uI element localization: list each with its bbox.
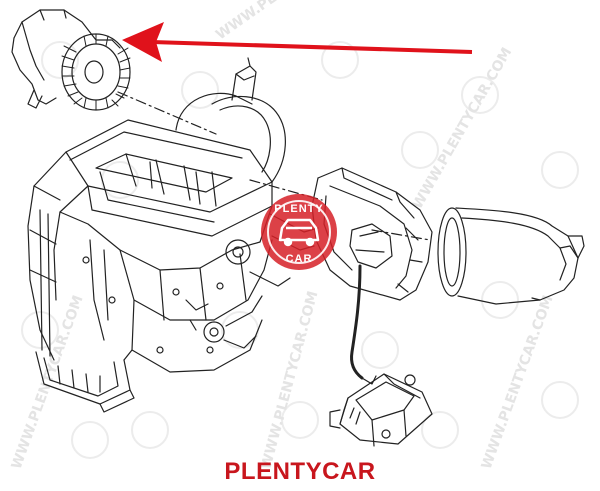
- assembly-line-3: [371, 229, 431, 241]
- car-icon: [278, 218, 320, 247]
- watermark-text-5: WWW.PLENTYCAR.COM: [479, 293, 557, 471]
- pointer-arrow-shaft: [151, 40, 473, 54]
- plentycar-logo: PLENTY CAR: [261, 194, 337, 270]
- watermark-circles: [21, 41, 579, 459]
- actuator-motor: [329, 373, 433, 447]
- assembly-line-1: [117, 91, 217, 135]
- logo-top-text: PLENTY: [274, 203, 323, 215]
- funnel-cover: [437, 207, 585, 305]
- watermark-text-4: WWW.PLENTYCAR.COM: [9, 293, 87, 471]
- watermark-text-2: WWW.PLENTYCAR.COM: [410, 45, 516, 212]
- fan-blades: [61, 33, 131, 111]
- blower-fan: [11, 9, 131, 111]
- pointer-arrow-head: [122, 22, 164, 62]
- line-art: [11, 9, 585, 447]
- watermark-text-1: WWW.PLENTYCAR.COM: [213, 0, 373, 43]
- brand-caption: PLENTYCAR: [224, 458, 376, 485]
- logo-bottom-text: CAR: [286, 253, 313, 265]
- watermark-text-3: WWW.PLENTYCAR.COM: [258, 289, 321, 471]
- pointer-arrow: [122, 22, 473, 62]
- hvac-housing: [27, 57, 319, 413]
